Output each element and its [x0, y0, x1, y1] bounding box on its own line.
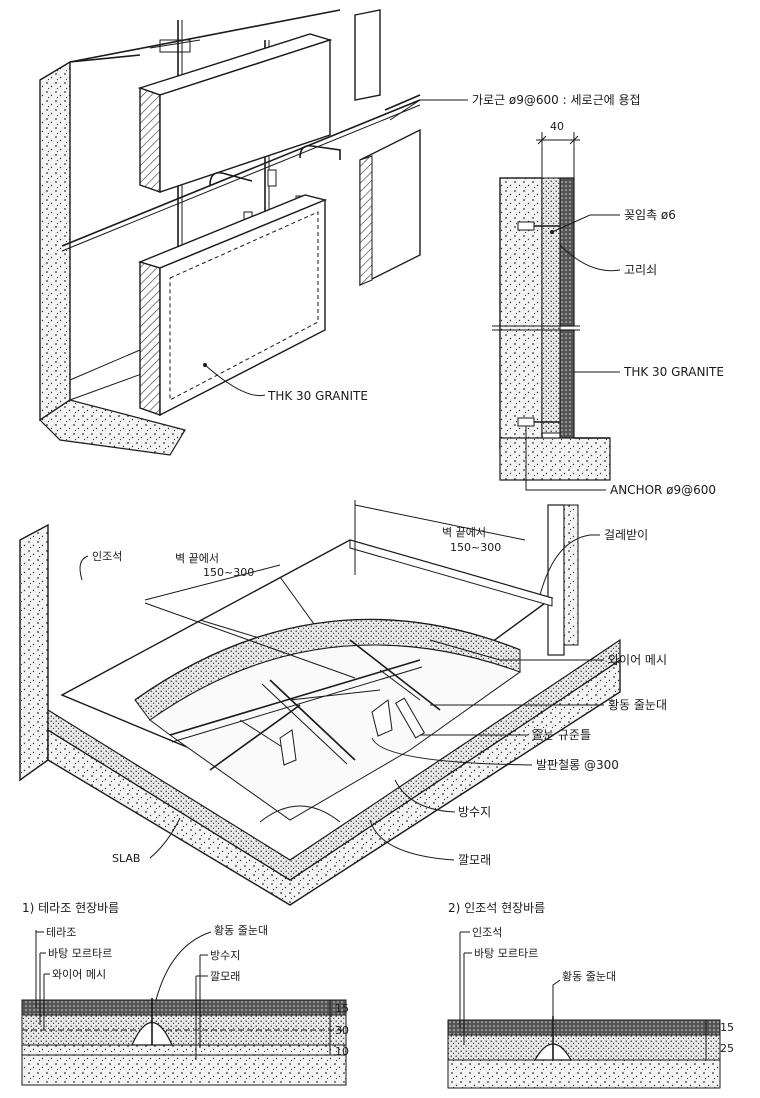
detail-2-title: 2) 인조석 현장바름: [448, 901, 545, 915]
label-granite-section: THK 30 GRANITE: [623, 365, 724, 379]
label-horizontal-bar: 가로근 ø9@600 : 세로근에 용접: [472, 93, 641, 107]
detail-1-title: 1) 테라조 현장바름: [22, 901, 119, 915]
label-brass-joint-floor: 황동 줄눈대: [608, 698, 667, 712]
label-anchor: ANCHOR ø9@600: [610, 483, 716, 497]
label-clip: 고리쇠: [624, 263, 657, 277]
granite-panel-lower: [137, 194, 328, 417]
label-waterproof-1: 방수지: [210, 949, 240, 962]
label-wire-mesh: 와이어 메시: [608, 653, 667, 667]
section-concrete-wall: [499, 177, 543, 449]
label-foot-rebar: 발판철롱 @300: [536, 758, 619, 772]
label-pin: 꽂임촉 ø6: [624, 208, 676, 222]
floor-isometric: 벽 끝에서 150~300 벽 끝에서 150~300 인조석 걸레받이 와이어…: [19, 500, 667, 906]
label-slab: SLAB: [112, 852, 140, 865]
label-artificial-stone-2: 인조석: [472, 926, 502, 939]
label-brass-joint-2: 황동 줄눈대: [562, 970, 616, 983]
label-terrazzo: 테라조: [46, 926, 76, 939]
detail-artificial-stone: 2) 인조석 현장바름 인조석 바탕 모르타르 황동 줄눈대 15 25: [447, 901, 734, 1089]
label-waterproof-floor: 방수지: [458, 805, 491, 819]
wall-cladding-isometric: 가로근 ø9@600 : 세로근에 용접 THK 30 GRANITE: [39, 9, 641, 456]
dim-30-1: 30: [335, 1024, 349, 1037]
label-artificial-stone-floor: 인조석: [92, 550, 122, 563]
label-sand-floor: 깔모래: [458, 853, 491, 867]
dim-40: 40: [550, 120, 564, 133]
label-baseboard: 걸레받이: [604, 528, 648, 542]
label-joint-spacing: 줄눈 규준틀: [532, 728, 591, 742]
label-from-wall-left-1: 벽 끝에서: [175, 552, 219, 565]
dim-25-2: 25: [720, 1042, 734, 1055]
label-base-mortar-1: 바탕 모르타르: [48, 947, 112, 960]
dim-15-1: 15: [335, 1002, 349, 1015]
label-wire-mesh-1: 와이어 메시: [52, 968, 106, 981]
dim-15-2: 15: [720, 1021, 734, 1034]
label-sand-1: 깔모래: [210, 969, 240, 983]
label-from-wall-left-2: 150~300: [203, 566, 254, 579]
label-base-mortar-2: 바탕 모르타르: [474, 947, 538, 960]
granite-panel-upper: [137, 33, 333, 193]
detail-terrazzo: 1) 테라조 현장바름 테라조 바탕 모르타르 와이어 메시 황동 줄눈대 방수…: [21, 901, 349, 1086]
dim-10-1: 10: [335, 1045, 349, 1058]
wall-section-detail: 40 꽂임촉 ø6 고리쇠 THK 30 GRANITE ANCHOR ø9@6…: [492, 120, 724, 497]
concrete-wall-base: [39, 399, 186, 456]
label-from-wall-right-2: 150~300: [450, 541, 501, 554]
label-brass-joint-1: 황동 줄눈대: [214, 924, 268, 937]
concrete-wall: [39, 60, 71, 422]
label-from-wall-right-1: 벽 끝에서: [442, 526, 486, 539]
floor-left-wall: [19, 523, 49, 782]
label-granite-left: THK 30 GRANITE: [267, 389, 368, 403]
